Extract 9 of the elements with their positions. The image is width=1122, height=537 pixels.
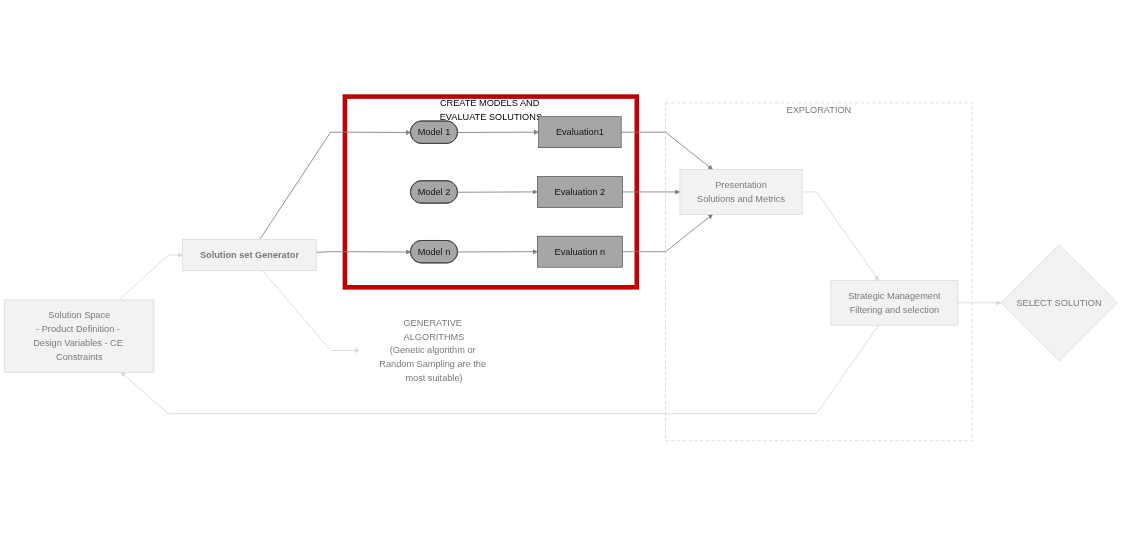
node-box: Evaluation1 xyxy=(538,116,622,148)
node-box: Strategic Management Filtering and selection xyxy=(830,280,959,326)
node-diamond: SELECT SOLUTION xyxy=(1000,244,1118,362)
node-box: Solution set Generator xyxy=(182,239,317,271)
node-box: Solution Space - Product Definition - Design Variables - CE Constraints xyxy=(4,299,155,373)
node-text: GENERATIVE ALGORITHMS (Genetic algorithm or Random Sampling are the most suitable) xyxy=(379,317,487,383)
node-box: Presentation Solutions and Metrics xyxy=(679,169,803,215)
node-box: Evaluation 2 xyxy=(537,176,623,208)
node-box: Evaluation n xyxy=(537,235,623,268)
